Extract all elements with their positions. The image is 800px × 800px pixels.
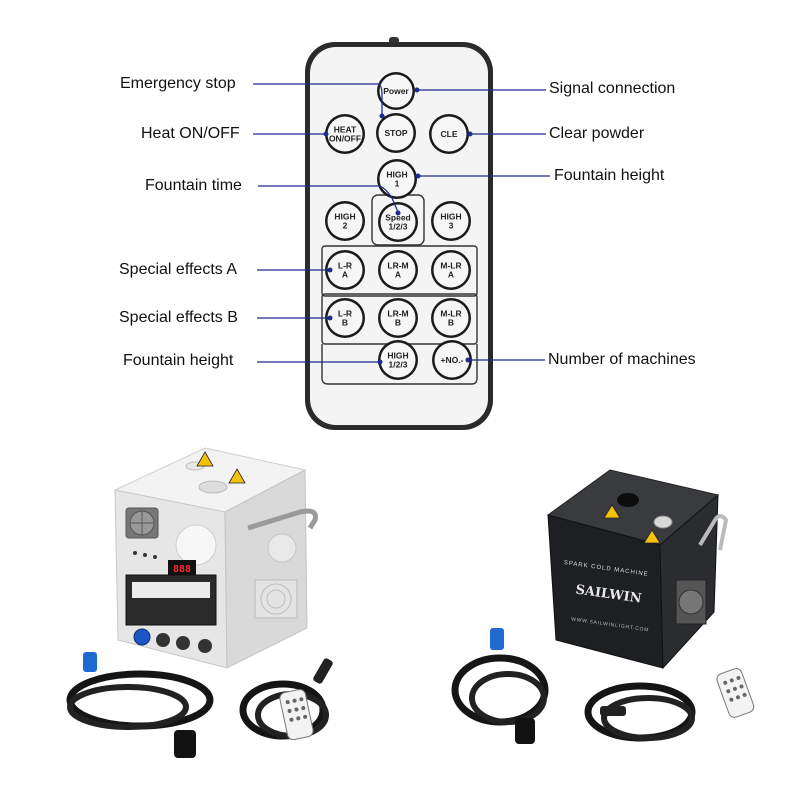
- number-button[interactable]: +NO.-: [432, 340, 472, 380]
- leader-fountain-time: [258, 185, 399, 213]
- power-connector: [490, 628, 504, 650]
- stop-button[interactable]: STOP: [376, 113, 416, 153]
- power-button[interactable]: Power: [377, 72, 415, 110]
- leader-lines: [253, 83, 550, 365]
- clear-button[interactable]: CLE: [429, 114, 469, 154]
- power-connector: [83, 652, 97, 672]
- button-label: Power: [383, 86, 409, 96]
- button-label: HIGH: [386, 170, 407, 180]
- label-clear-powder: Clear powder: [549, 125, 645, 142]
- lr-b-button[interactable]: L-RB: [325, 298, 365, 338]
- warning-sticker: [196, 451, 214, 467]
- label-number-of-machines: Number of machines: [548, 351, 696, 368]
- button-label: A: [342, 270, 348, 280]
- label-heat-on-off: Heat ON/OFF: [141, 125, 240, 142]
- button-label: HIGH: [387, 351, 408, 361]
- white-machine-display: [168, 560, 196, 576]
- lr-a-button[interactable]: L-RA: [325, 250, 365, 290]
- mlr-b-button[interactable]: M-LRB: [431, 298, 471, 338]
- button-label: LR-M: [387, 261, 408, 271]
- white-machine: 888: [113, 447, 318, 669]
- euro-plug: [174, 730, 196, 758]
- label-fountain-height-right: Fountain height: [554, 167, 665, 184]
- warning-sticker: [603, 504, 621, 519]
- button-label: HIGH: [334, 212, 355, 222]
- button-label: 1: [395, 179, 400, 189]
- cables-right: [451, 628, 755, 744]
- lrm-b-button[interactable]: LR-MB: [378, 298, 418, 338]
- button-label: L-R: [338, 309, 352, 319]
- button-label: B: [395, 318, 401, 328]
- button-label: A: [448, 270, 454, 280]
- button-label: L-R: [338, 261, 352, 271]
- button-label: B: [342, 318, 348, 328]
- label-special-effects-a: Special effects A: [119, 261, 237, 278]
- button-label: Speed: [385, 213, 411, 223]
- small-remote-left: [279, 689, 314, 741]
- button-label: LR-M: [387, 309, 408, 319]
- button-label: CLE: [441, 129, 458, 139]
- warning-sticker: [228, 468, 246, 484]
- black-machine: SPARK COLD MACHINE SAILWIN WWW.SAILWINLI…: [546, 469, 729, 670]
- display-digits: 888: [173, 564, 191, 575]
- cables-left: [66, 652, 333, 758]
- button-label: 1/2/3: [389, 222, 408, 232]
- button-label: HIGH: [440, 212, 461, 222]
- label-special-effects-b: Special effects B: [119, 309, 238, 326]
- height-row-frame: [321, 344, 478, 385]
- button-label: STOP: [385, 128, 408, 138]
- xlr-connector: [600, 706, 626, 716]
- small-remote-right: [716, 668, 755, 718]
- button-label: M-LR: [440, 261, 461, 271]
- button-label: 2: [343, 221, 348, 231]
- button-label: 3: [449, 221, 454, 231]
- button-label: ON/OFF: [329, 134, 361, 144]
- label-signal-connection: Signal connection: [549, 80, 676, 97]
- label-emergency-stop: Emergency stop: [120, 75, 236, 92]
- warning-sticker: [643, 529, 661, 544]
- leader-emergency-stop: [253, 83, 383, 114]
- mlr-a-button[interactable]: M-LRA: [431, 250, 471, 290]
- label-fountain-time: Fountain time: [145, 177, 242, 194]
- button-label: 1/2/3: [389, 360, 408, 370]
- button-label: B: [448, 318, 454, 328]
- label-fountain-height-left: Fountain height: [123, 352, 234, 369]
- effects-a-frame: [321, 245, 478, 297]
- button-label: +NO.-: [441, 355, 464, 365]
- lrm-a-button[interactable]: LR-MA: [378, 250, 418, 290]
- xlr-connector: [313, 658, 333, 684]
- button-label: M-LR: [440, 309, 461, 319]
- button-label: A: [395, 270, 401, 280]
- button-label: HEAT: [334, 125, 357, 135]
- euro-plug: [515, 718, 535, 744]
